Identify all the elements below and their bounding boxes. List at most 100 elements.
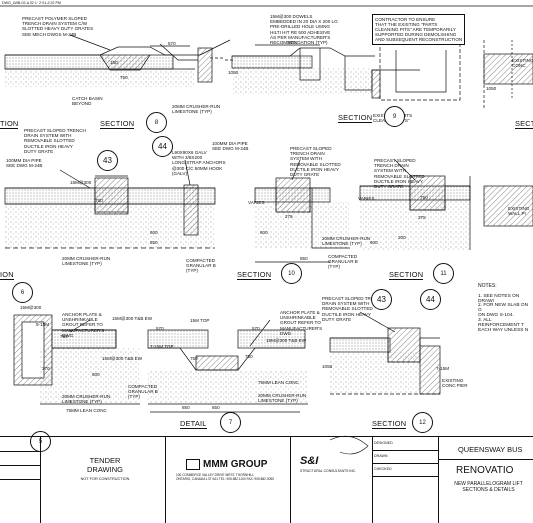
dim-text: 750 xyxy=(190,356,198,361)
note-granular-3: COMPACTED GRANULAR B (TYP) xyxy=(128,384,158,400)
note-precast-mid-2: PRECAST SLOPED TRENCH DRAIN SYSTEM WITH … xyxy=(290,146,341,178)
signoff-checked: CHECKED xyxy=(374,467,392,471)
note-lean-conc-2: 75mm LEAN CONC xyxy=(258,380,299,385)
dim-text: 850 xyxy=(300,256,308,261)
dim-text: 7-15M TOP xyxy=(150,344,174,349)
dim-text: 15M@300 xyxy=(20,305,42,310)
general-note-1: 1. SEE NOTES ON DRAWI xyxy=(478,294,520,305)
section-marker-9[interactable]: 9 xyxy=(384,106,405,127)
dim-text: 570 xyxy=(156,326,164,331)
dim-text: 15M TOP xyxy=(190,318,210,323)
section-marker-10[interactable]: 10 xyxy=(281,263,302,284)
general-note-2: 2. FOR NEW SLAB ON G ON DWG S-104. xyxy=(478,303,529,319)
dim-text: 600 xyxy=(150,230,158,235)
dim-text: 750 xyxy=(60,334,68,339)
callout-bubble-44[interactable]: 44 xyxy=(152,136,173,157)
title-block: TENDER DRAWING NOT FOR CONSTRUCTION MMM … xyxy=(0,436,533,523)
note-granular-1: COMPACTED GRANULAR B (TYP) xyxy=(186,258,216,274)
dim-text: 5-15M xyxy=(36,322,50,327)
note-crusher-run-4: 20mm CRUSHER-RUN LIMESTONE (TYP) xyxy=(62,394,111,405)
dim-text: 15M@300 xyxy=(70,180,92,185)
dim-text: 570 xyxy=(252,326,260,331)
dim-text: 1050 xyxy=(486,86,497,91)
dim-text: 200 xyxy=(398,235,406,240)
section-label-10: SECTION xyxy=(237,270,272,280)
dim-text: VARIES xyxy=(248,200,265,205)
dim-text: 1050 xyxy=(228,70,239,75)
dim-text: 370 xyxy=(42,366,50,371)
note-anchor-plate-1: ANCHOR PLATE & UNSHRINKABLE GROUT REFER … xyxy=(62,312,105,338)
note-trench-drain-top: PRECAST POLYMER SLOPED TRENCH DRAIN SYST… xyxy=(22,16,94,37)
dim-text: 850 xyxy=(150,240,158,245)
section-label-partial-1: ION xyxy=(0,270,14,280)
detail-marker-7[interactable]: 7 xyxy=(220,412,241,433)
dim-text: 750 xyxy=(420,195,428,200)
note-crusher-run-2: 20mm CRUSHER-RUN LIMESTONE (TYP) xyxy=(62,256,111,267)
signoff-drawn: DRAWN xyxy=(374,454,388,458)
note-granular-2: COMPACTED GRANULAR B (TYP) xyxy=(328,254,358,270)
section-label-12: SECTION xyxy=(372,419,407,429)
detail-label-7: DETAIL xyxy=(180,419,207,429)
tender-sub: NOT FOR CONSTRUCTION xyxy=(80,477,130,481)
note-crusher-run-3: 20mm CRUSHER-RUN LIMESTONE (TYP) xyxy=(322,236,371,247)
dim-text: 650 xyxy=(212,405,220,410)
note-crusher-run-5: 20mm CRUSHER-RUN LIMESTONE (TYP) xyxy=(258,393,307,404)
signoff-designed: DESIGNED xyxy=(374,441,393,445)
dim-text: 600 xyxy=(92,372,100,377)
dim-text: 15M@300 T&B EW xyxy=(266,338,307,343)
dim-text: 750 xyxy=(120,75,128,80)
note-existing-conc: EXISTING CONC xyxy=(512,58,533,69)
dim-text: VARIES xyxy=(358,196,375,201)
section-label-8: SECTION xyxy=(100,119,135,129)
dim-text: 600 xyxy=(260,230,268,235)
dim-text: 15M@300 T&B EW xyxy=(102,356,143,361)
firm-address: 100 COMMERCE VALLEY DRIVE WEST, THORNHIL… xyxy=(176,473,274,481)
callout-bubble-43[interactable]: 43 xyxy=(97,150,118,171)
note-pipe-1: 100mm DIA PIPE SEE DWG M-24B xyxy=(6,158,43,169)
section-label-9: SECTION xyxy=(338,113,373,123)
header-stamp: Dwg_LWB-02-A 02 1· 2·01-2:22 PM xyxy=(2,1,61,5)
dim-text: 850 xyxy=(182,405,190,410)
section-marker-partial[interactable]: 6 xyxy=(12,282,33,303)
dim-text: 7-15M xyxy=(436,366,450,371)
drawing-subtitle: NEW PARALLELOGRAM LIFT SECTIONS & DETAIL… xyxy=(454,481,523,493)
note-contractor-box: CONTRACTOR TO ENSURE THAT THE EXISTING "… xyxy=(372,14,466,46)
drawing-title: RENOVATIO xyxy=(456,465,514,476)
mmm-logo-icon xyxy=(186,459,200,470)
section-marker-12[interactable]: 12 xyxy=(412,412,433,433)
dim-text: 570 xyxy=(288,40,296,45)
firm2-sub: Structural Consultants Inc. xyxy=(300,469,357,473)
callout-bubble-43-b[interactable]: 43 xyxy=(371,289,392,310)
note-precast-mid-1: PRECAST SLOPED TRENCH DRAIN SYSTEM WITH … xyxy=(24,128,86,154)
firm-logo: MMM GROUP xyxy=(186,459,267,470)
dim-text: 150 xyxy=(110,60,118,65)
dim-text: 275 xyxy=(285,214,293,219)
general-notes-title: NOTES: xyxy=(478,283,497,289)
section-label-partial-2: TION xyxy=(0,119,19,129)
section-marker-8[interactable]: 8 xyxy=(146,112,167,133)
dim-text: 750 xyxy=(245,354,253,359)
note-precast-mid-3: PRECAST SLOPED TRENCH DRAIN SYSTEM WITH … xyxy=(374,158,425,190)
dim-text: 570 xyxy=(168,41,176,46)
firm2-logo: S&I xyxy=(300,455,319,467)
note-dowels: 15M@300 DOWELS EMBEDDED IN 20 DIA x 200 … xyxy=(270,14,338,46)
section-marker-11[interactable]: 11 xyxy=(433,263,454,284)
tender-drawing-label: TENDER DRAWING xyxy=(87,456,123,474)
note-lean-conc-1: 75mm LEAN CONC xyxy=(66,408,107,413)
note-crusher-run-1: 20mm CRUSHER-RUN LIMESTONE (TYP) xyxy=(172,104,221,115)
note-existing-wall: EXISTING WALL PI xyxy=(508,206,530,217)
note-rebar-tbew: 15M@300 T&B EW xyxy=(112,316,153,321)
project-name: QUEENSWAY BUS xyxy=(458,445,523,454)
note-angle-anchor: L90x90x6 GALV WITH 3/8x200 LONG STRAP AN… xyxy=(172,150,226,176)
section-label-11: SECTION xyxy=(389,270,424,280)
dim-text: 750 xyxy=(95,198,103,203)
dim-text: 1050 xyxy=(322,364,333,369)
note-pipe-2: 100mm DIA PIPE SEE DWG M-24B xyxy=(212,141,249,152)
callout-bubble-44-b[interactable]: 44 xyxy=(420,289,441,310)
section-label-partial-3: SECTION xyxy=(515,119,533,129)
note-anchor-plate-2: ANCHOR PLATE & UNSHRINKABLE GROUT REFER … xyxy=(280,310,323,336)
note-existing-pier: EXISTING CONC PIER xyxy=(442,378,468,389)
dim-text: 375 xyxy=(418,215,426,220)
